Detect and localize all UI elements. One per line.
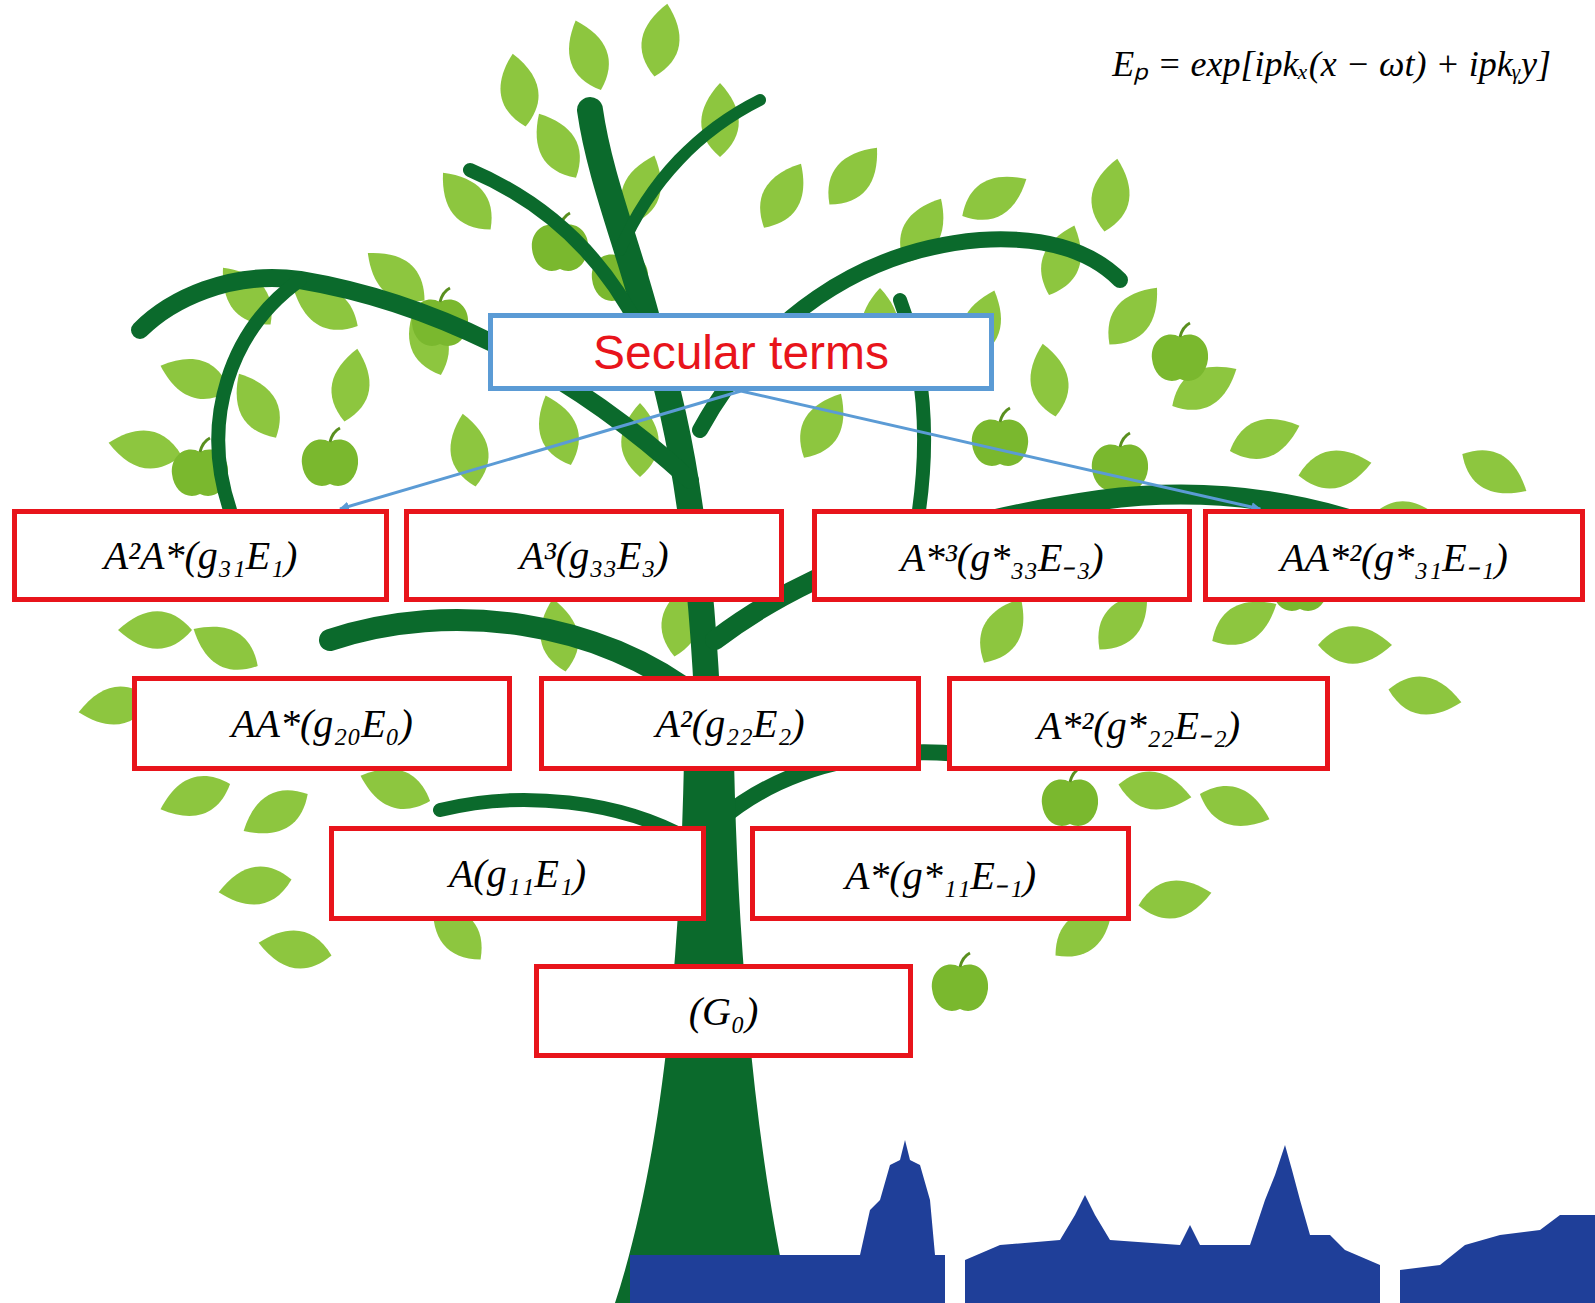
term-text: A*(g*₁₁E₋₁) [845,846,1036,901]
skyline-segment [630,1140,945,1303]
branches [140,100,1440,840]
leaf [1295,444,1374,494]
term-box: AA*²(g*₃₁E₋₁) [1203,509,1585,602]
leaf [326,345,376,424]
term-text: A²A*(g₃₁E₁) [104,532,298,579]
leaf [788,384,857,467]
term-text: AA*(g₂₀E₀) [231,700,413,747]
leaf [215,861,294,911]
arrow-connector [340,391,741,509]
leaf [1385,671,1464,721]
leaves [64,0,1536,974]
leaf [154,766,236,827]
term-text: A*²(g*₂₂E₋₂) [1037,696,1240,751]
leaf [255,924,334,974]
term-box: A*³(g*₃₃E₋₃) [812,509,1192,602]
apple [302,428,358,486]
leaf [1115,766,1194,816]
term-text: (G₀) [689,988,758,1035]
arrow-connector [741,391,1260,509]
term-box: A(g₁₁E₁) [329,826,706,921]
leaf [234,778,317,847]
term-text: A³(g₃₃E₃) [519,532,668,579]
skyline-segment [1400,1215,1595,1303]
term-text: A(g₁₁E₁) [449,850,586,897]
leaf [1086,155,1136,234]
branch [218,280,300,510]
leaf [494,50,544,129]
term-box: A*²(g*₂₂E₋₂) [947,676,1330,771]
skyline-segment [965,1145,1380,1303]
term-text: A²(g₂₂E₂) [655,700,804,747]
leaf [1224,408,1306,469]
apple [1042,768,1098,826]
leaf [636,0,686,79]
apple [932,953,988,1011]
branch [620,100,760,250]
leaf [1194,776,1276,837]
leaf [444,410,494,489]
term-box: (G₀) [534,964,913,1058]
leaf [1318,626,1392,664]
callout-box: Secular terms [488,313,994,391]
leaf [558,14,619,96]
skyline [630,1140,1595,1303]
apple [972,408,1028,466]
formula-label: Eₚ = exp[ipkₓ(x − ωt) + ipkᵧy] [1108,38,1555,87]
leaf [1453,438,1536,507]
term-text: Secular terms [593,325,889,380]
leaf [1024,340,1074,419]
term-box: A²A*(g₃₁E₁) [12,509,389,602]
leaf [748,154,817,237]
term-box: AA*(g₂₀E₀) [132,676,512,771]
leaf [1135,874,1214,924]
leaf [815,136,891,217]
leaf [953,163,1036,232]
apple [1152,323,1208,381]
leaf [184,613,267,682]
term-box: A²(g₂₂E₂) [539,676,921,771]
term-text: AA*²(g*₃₁E₋₁) [1280,528,1508,583]
leaf [118,611,192,649]
term-box: A³(g₃₃E₃) [404,509,784,602]
term-text: A*³(g*₃₃E₋₃) [900,528,1103,583]
term-box: A*(g*₁₁E₋₁) [750,826,1131,921]
